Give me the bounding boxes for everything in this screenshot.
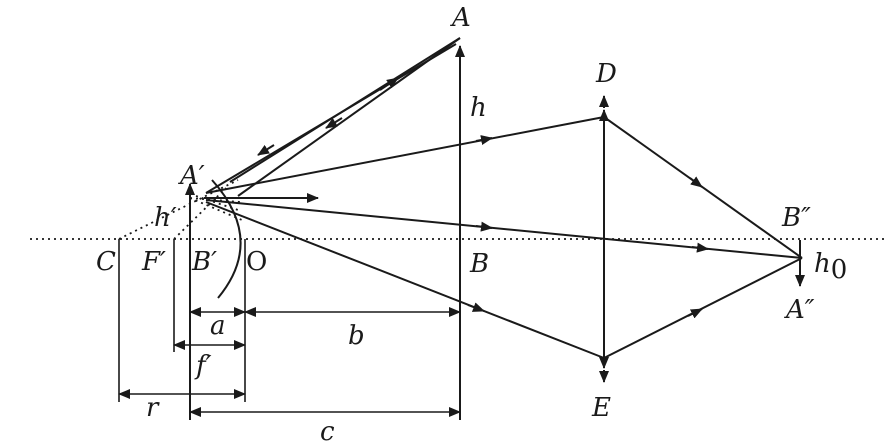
label-h0: h0 (814, 249, 847, 285)
ray-arrow-to-e (467, 302, 485, 312)
label-d: D (595, 59, 617, 89)
label-a-prime: A′ (178, 161, 205, 191)
virtual-ray-2 (173, 187, 227, 240)
ray-arrow-up (379, 77, 399, 91)
label-h-prime: h′ (154, 203, 177, 233)
label-a: A (450, 3, 471, 33)
label-dim-a: a (210, 311, 226, 341)
label-b-prime: B′ (191, 247, 217, 277)
label-dim-b: b (348, 321, 365, 351)
ray-a-prime-to-d (205, 116, 605, 194)
label-h0-main: h (814, 249, 831, 279)
label-f-prime: F′ (141, 247, 166, 277)
ray-arrow-down-1 (325, 117, 343, 129)
virtual-ray-5 (195, 195, 239, 211)
ray-e-to-image (603, 257, 803, 359)
label-b-double-prime: B″ (781, 203, 811, 233)
label-dim-c: c (320, 417, 335, 447)
ray-reflected-back (205, 43, 457, 194)
convex-mirror-arc (211, 179, 242, 299)
ray-through-axis (205, 199, 803, 259)
ray-arrow-axis-2 (691, 242, 709, 253)
ray-arrow-e-to-image (687, 308, 703, 319)
label-o: O (246, 247, 267, 277)
virtual-ray-1 (118, 179, 239, 240)
label-h0-sub: 0 (831, 255, 848, 285)
ray-arrow-d-to-image (689, 176, 703, 188)
label-dim-f-prime: f′ (194, 351, 212, 381)
ray-arrow-axis-1 (475, 221, 493, 232)
ray-d-to-image (603, 116, 803, 259)
label-e: E (591, 393, 611, 423)
label-b: B (469, 249, 489, 279)
ray-a-prime-to-e (205, 201, 605, 359)
ray-arrow-to-d (475, 135, 493, 145)
label-a-double-prime: A″ (784, 295, 815, 325)
ray-arrow-down-2 (257, 144, 275, 156)
label-c: C (96, 247, 116, 277)
label-dim-r: r (146, 393, 160, 423)
label-h: h (470, 93, 487, 123)
